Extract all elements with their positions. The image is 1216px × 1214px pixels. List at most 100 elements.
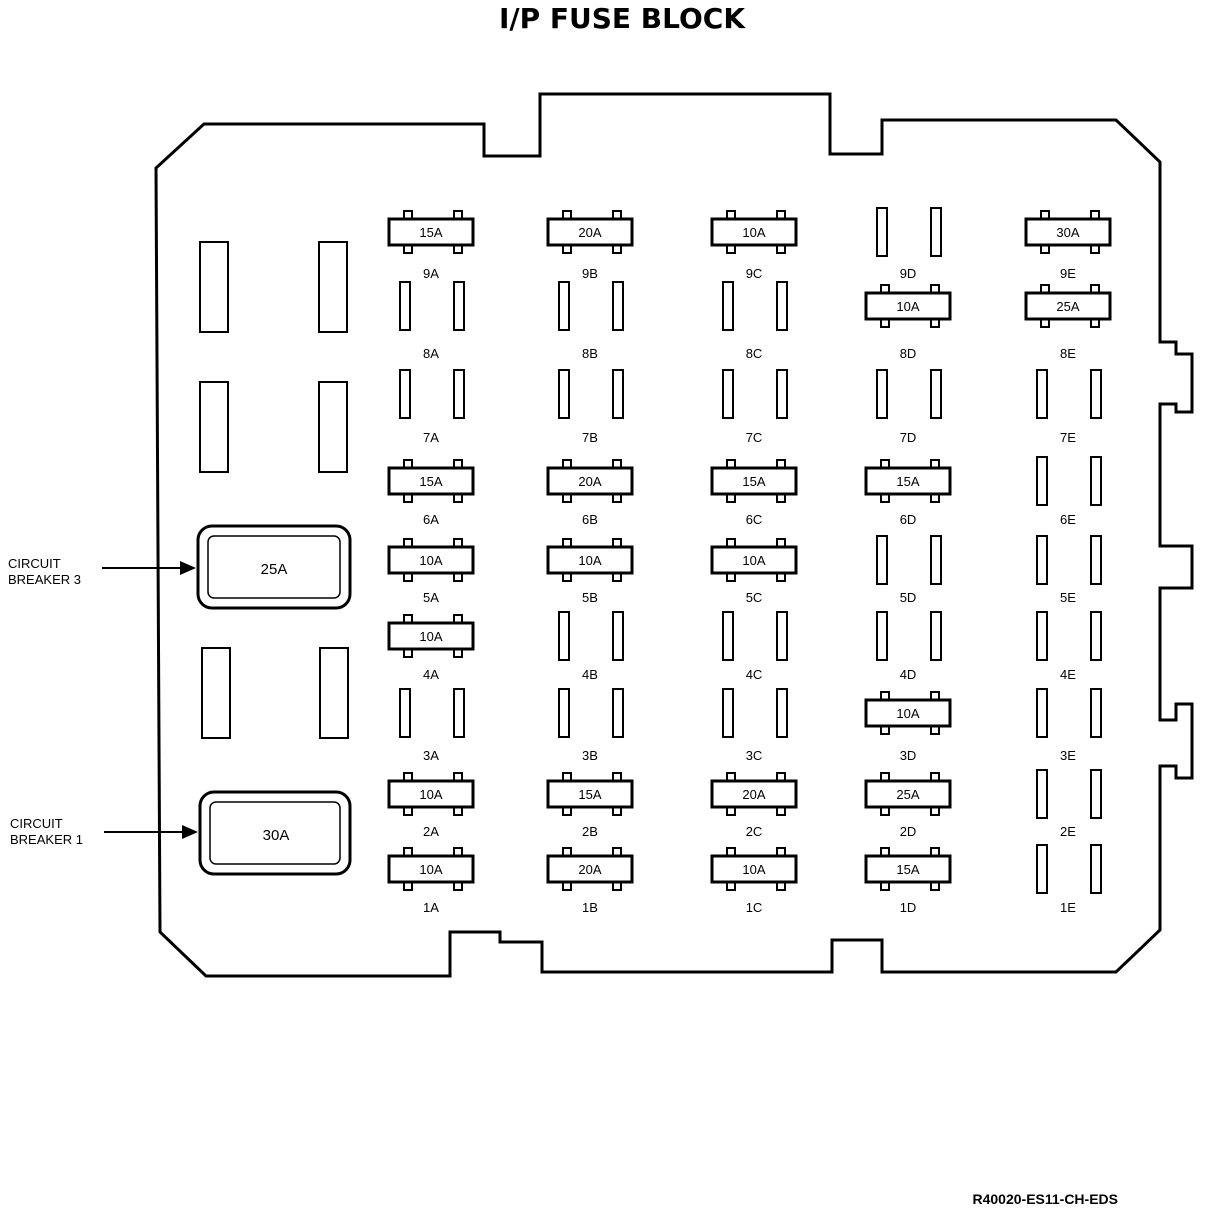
fuse-body — [546, 545, 634, 575]
fuse-block-housing — [154, 92, 1194, 978]
empty-terminal-slot — [612, 281, 624, 331]
circuit-breaker-3: 25A — [196, 524, 352, 610]
fuse-position-label: 9E — [1060, 266, 1076, 281]
empty-terminal-slot — [722, 281, 734, 331]
empty-terminal-slot — [876, 369, 888, 419]
fuse-position-label: 7B — [582, 430, 598, 445]
empty-terminal-slot — [558, 281, 570, 331]
fuse-body — [710, 545, 798, 575]
empty-terminal-slot — [776, 369, 788, 419]
fuse-position-label: 5C — [746, 590, 763, 605]
fuse-body — [387, 545, 475, 575]
fuse-position-label: 2D — [900, 824, 917, 839]
empty-terminal-slot — [776, 611, 788, 661]
fuse-slot-5D: 5D — [876, 535, 942, 605]
fuse-position-label: 1A — [423, 900, 439, 915]
fuse-rating: 10A — [419, 862, 442, 877]
fuse-position-label: 7C — [746, 430, 763, 445]
empty-terminal-slot — [453, 369, 465, 419]
empty-terminal-slot — [722, 369, 734, 419]
fuse-position-label: 6E — [1060, 512, 1076, 527]
empty-terminal-slot — [1090, 535, 1102, 585]
empty-terminal-slot — [722, 688, 734, 738]
fuse-rating: 10A — [419, 629, 442, 644]
fuse-position-label: 1D — [900, 900, 917, 915]
empty-terminal-slot — [453, 688, 465, 738]
fuse-slot-4A: 10A 4A — [387, 614, 475, 682]
fuse-rating: 10A — [419, 553, 442, 568]
fuse-position-label: 8D — [900, 346, 917, 361]
fuse-position-label: 3C — [746, 748, 763, 763]
fuse-body — [864, 466, 952, 496]
empty-terminal-slot — [930, 369, 942, 419]
fuse-position-label: 5D — [900, 590, 917, 605]
fuse-slot-2E: 2E — [1036, 769, 1102, 839]
fuse-position-label: 5E — [1060, 590, 1076, 605]
fuse-position-label: 8B — [582, 346, 598, 361]
fuse-position-label: 3E — [1060, 748, 1076, 763]
fuse-slot-8A: 8A — [399, 281, 465, 361]
fuse-body — [864, 779, 952, 809]
fuse-slot-4B: 4B — [558, 611, 624, 682]
fuse-position-label: 3A — [423, 748, 439, 763]
relay-socket — [199, 241, 229, 333]
circuit-breaker-1-label-line1: CIRCUIT — [10, 816, 63, 831]
empty-terminal-slot — [1090, 844, 1102, 894]
empty-terminal-slot — [558, 611, 570, 661]
fuse-body — [546, 466, 634, 496]
fuse-slot-6E: 6E — [1036, 456, 1102, 527]
fuse-slot-4D: 4D — [876, 611, 942, 682]
fuse-slot-5E: 5E — [1036, 535, 1102, 605]
fuse-position-label: 7D — [900, 430, 917, 445]
fuse-body — [546, 854, 634, 884]
fuse-body — [710, 466, 798, 496]
fuse-rating: 10A — [742, 553, 765, 568]
fuse-position-label: 4B — [582, 667, 598, 682]
empty-terminal-slot — [1090, 611, 1102, 661]
fuse-position-label: 6C — [746, 512, 763, 527]
empty-terminal-slot — [930, 535, 942, 585]
fuse-body — [1024, 291, 1112, 321]
fuse-slot-1E: 1E — [1036, 844, 1102, 915]
fuse-position-label: 8E — [1060, 346, 1076, 361]
empty-terminal-slot — [399, 688, 411, 738]
relay-socket — [199, 381, 229, 473]
fuse-position-label: 2B — [582, 824, 598, 839]
fuse-slot-8C: 8C — [722, 281, 788, 361]
fuse-position-label: 1E — [1060, 900, 1076, 915]
fuse-position-label: 7A — [423, 430, 439, 445]
fuse-slot-7C: 7C — [722, 369, 788, 445]
fuse-body — [387, 217, 475, 247]
fuse-body — [710, 779, 798, 809]
fuse-body — [864, 698, 952, 728]
fuse-rating: 25A — [896, 787, 919, 802]
empty-terminal-slot — [1036, 688, 1048, 738]
empty-terminal-slot — [1036, 369, 1048, 419]
relay-socket — [201, 647, 231, 739]
fuse-position-label: 4A — [423, 667, 439, 682]
circuit-breaker-3-label-line2: BREAKER 3 — [8, 572, 81, 587]
empty-terminal-slot — [399, 281, 411, 331]
fuse-slot-3E: 3E — [1036, 688, 1102, 763]
fuse-rating: 15A — [419, 474, 442, 489]
fuse-slot-1A: 10A 1A — [387, 847, 475, 915]
circuit-breaker-1-arrow — [104, 825, 198, 839]
empty-terminal-slot — [930, 207, 942, 257]
fuse-body — [387, 854, 475, 884]
fuse-rating: 10A — [578, 553, 601, 568]
fuse-slot-2D: 25A 2D — [864, 772, 952, 839]
